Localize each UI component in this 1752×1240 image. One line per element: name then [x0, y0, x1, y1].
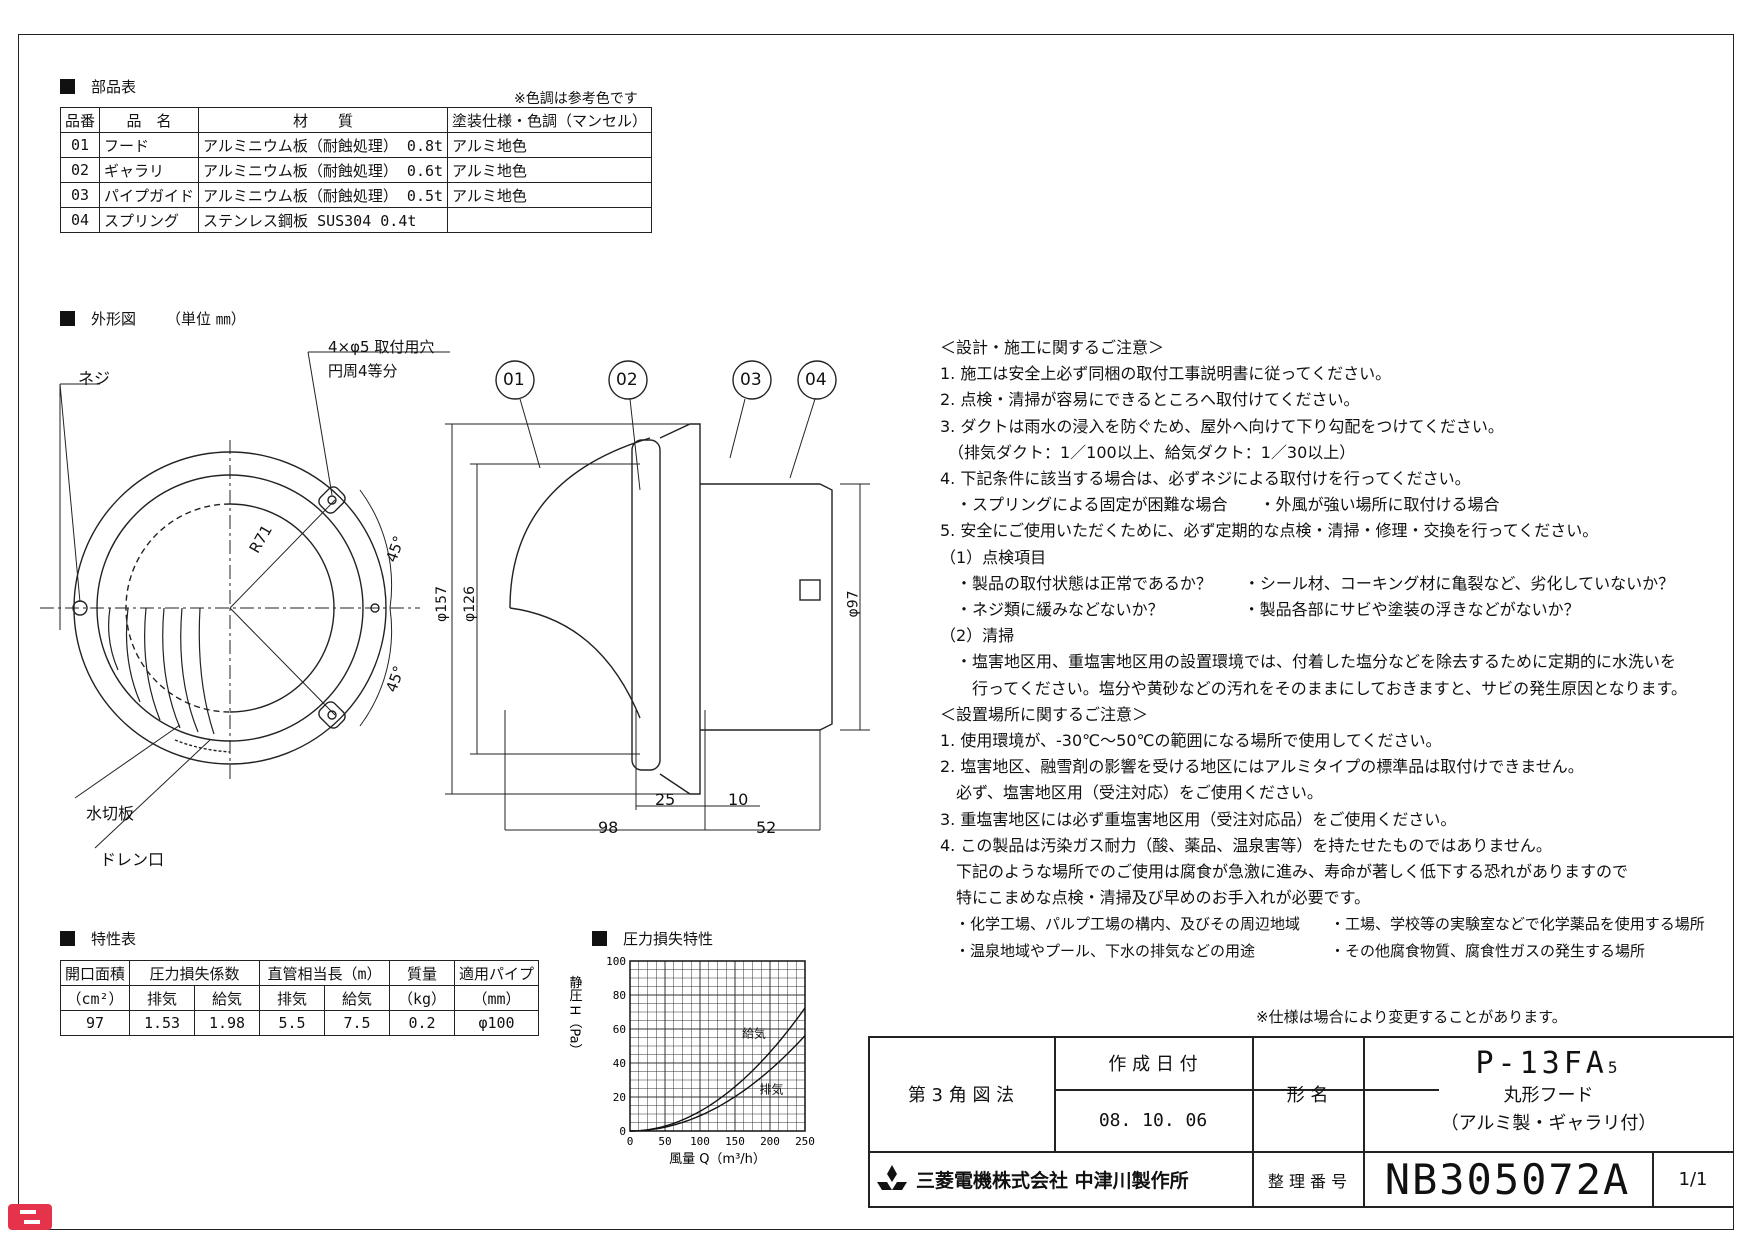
sheet-number: 1/1 [1678, 1169, 1708, 1190]
drawing-frame [18, 34, 1734, 1230]
design-notes-title: ＜設計・施工に関するご注意＞ [940, 338, 1165, 357]
dim-98: 98 [598, 818, 619, 837]
dim-52: 52 [756, 818, 777, 837]
x-tick-label: 250 [795, 1135, 815, 1148]
note-line: 行ってください。塩分や黄砂などの汚れをそのままにしておきますと、サビの発生原因と… [940, 678, 1688, 698]
note-line: ・ネジ類に緩みなどないか？ ・製品各部にサビや塗装の浮きなどがないか？ [940, 600, 1580, 620]
note-line: ・塩害地区用、重塩害地区用の設置環境では、付着した塩分などを除去するために定期的… [940, 652, 1677, 672]
callout-03: 03 [740, 370, 762, 390]
hood-curve [509, 437, 651, 609]
characteristics-title: 特性表 [60, 928, 136, 949]
y-tick-label: 100 [606, 955, 626, 968]
note-line: （1）点検項目 [940, 547, 1047, 567]
holes-label: 4×φ5 取付用穴 [328, 338, 435, 356]
spec-note: ※仕様は場合により変更することがあります。 [1256, 1008, 1567, 1026]
series-label: 給気 [742, 1026, 766, 1041]
corner-logo-icon [8, 1204, 52, 1230]
model-suffix: 5 [1607, 1057, 1622, 1077]
notes-block: ＜設計・施工に関するご注意＞ 1. 施工は安全上必ず同梱の取付工事説明書に従って… [940, 335, 1705, 964]
table-row: （cm²） 排気 給気 排気 給気 （kg） （mm） [59, 985, 540, 1011]
note-line: 1. 使用環境が、-30℃～50℃の範囲になる場所で使用してください。 [940, 731, 1442, 751]
note-line: 4. 下記条件に該当する場合は、必ずネジによる取付けを行ってください。 [940, 469, 1471, 489]
y-axis-label: 静圧 H（Pa） [567, 975, 583, 1056]
chart-title: 圧力損失特性 [592, 928, 713, 949]
callout-01: 01 [503, 370, 525, 390]
table-row: 品番 品 名 材 質 塗装仕様・色調（マンセル） [59, 107, 653, 133]
plot-area [629, 960, 806, 1132]
product-sub: （アルミ製・ギャラリ付） [1440, 1112, 1657, 1134]
mitsubishi-logo-icon [877, 1164, 907, 1190]
parts-section-title: 部品表 [60, 76, 136, 97]
note-line: 3. ダクトは雨水の浸入を防ぐため、屋外へ向けて下り勾配をつけてください。 [940, 416, 1504, 436]
note-line: 3. 重塩害地区には必ず重塩害地区用（受注対応品）をご使用ください。 [940, 809, 1457, 829]
y-tick-label: 80 [613, 989, 626, 1002]
drain-label: ドレン口 [100, 850, 165, 869]
d126-label: φ126 [461, 586, 478, 622]
table-row: 97 1.53 1.98 5.5 7.5 0.2 φ100 [59, 1010, 540, 1036]
company-name: 三菱電機株式会社 中津川製作所 [916, 1170, 1189, 1192]
title-block: 第 3 角 図 法 作 成 日 付 08. 10. 06 形 名 P-13FA5… [868, 1036, 1734, 1208]
note-line: 必ず、塩害地区用（受注対応）をご使用ください。 [940, 783, 1323, 803]
series-line-exhaust [630, 1035, 806, 1132]
d97-label: φ97 [845, 590, 862, 618]
y-tick-label: 60 [613, 1023, 626, 1036]
note-line: 下記のような場所でのご使用は腐食が急激に進み、寿命が著しく低下する恐れがあります… [940, 862, 1629, 882]
outline-drawing [40, 351, 870, 849]
projection-label: 第 3 角 図 法 [907, 1084, 1015, 1106]
callout-04: 04 [805, 370, 827, 390]
d157-label: φ157 [433, 586, 450, 622]
series-line-supply [630, 1007, 806, 1132]
table-row: 開口面積 圧力損失係数 直管相当長（m） 質量 適用パイプ [59, 960, 540, 986]
series-label: 排気 [760, 1082, 784, 1097]
x-axis-label: 風量 Q（m³/h） [669, 1152, 766, 1167]
y-tick-label: 20 [613, 1091, 626, 1104]
note-line: 2. 点検・清掃が容易にできるところへ取付けてください。 [940, 390, 1360, 410]
characteristics-table: 開口面積 圧力損失係数 直管相当長（m） 質量 適用パイプ （cm²） 排気 給… [59, 960, 540, 1036]
site-notes-title: ＜設置場所に関するご注意＞ [940, 704, 1149, 724]
date-value: 08. 10. 06 [1098, 1109, 1208, 1131]
drawing-number: NB305072A [1384, 1155, 1631, 1204]
company-cell: 三菱電機株式会社 中津川製作所 [868, 1151, 1252, 1208]
x-tick-label: 100 [690, 1135, 710, 1148]
x-tick-label: 150 [725, 1135, 745, 1148]
note-line: ・化学工場、パルプ工場の構内、及びその周辺地域 ・工場、学校等の実験室などで化学… [940, 915, 1705, 934]
product-name: 丸形フード [1503, 1084, 1594, 1106]
note-line: 4. この製品は汚染ガス耐力（酸、薬品、温泉害等）を持たせたものではありません。 [940, 835, 1552, 855]
date-label: 作 成 日 付 [1108, 1053, 1198, 1075]
note-line: 2. 塩害地区、融雪剤の影響を受ける地区にはアルミタイプの標準品は取付けできませ… [940, 757, 1584, 777]
note-line: 1. 施工は安全上必ず同梱の取付工事説明書に従ってください。 [940, 364, 1392, 384]
mizukiri-label: 水切板 [86, 804, 135, 823]
color-note: ※色調は参考色です [514, 91, 638, 107]
model-name-label: 形 名 [1286, 1084, 1329, 1106]
x-tick-label: 0 [627, 1135, 634, 1148]
note-line: 特にこまめな点検・清掃及び早めのお手入れが必要です。 [940, 888, 1371, 908]
number-label: 整 理 番 号 [1267, 1171, 1348, 1191]
dim-25: 25 [655, 790, 676, 809]
x-tick-label: 200 [760, 1135, 780, 1148]
neji-label: ネジ [78, 369, 111, 388]
pressure-loss-chart: 0 50 100 150 200 250 0 20 40 60 80 100 風量 Q（m³/h） 静圧 … [567, 955, 815, 1167]
model-info: P-13FA5 丸形フード （アルミ製・ギャラリ付） [1363, 1036, 1734, 1151]
model-number: P-13FA [1475, 1045, 1608, 1081]
note-line: ・温泉地域やプール、下水の排気などの用途 ・その他腐食物質、腐食性ガスの発生する… [940, 941, 1646, 960]
callout-02: 02 [616, 370, 638, 390]
holes-sub-label: 円周4等分 [328, 362, 398, 380]
note-line: ・スプリングによる固定が困難な場合 ・外風が強い場所に取付ける場合 [940, 495, 1500, 515]
y-tick-label: 40 [613, 1057, 626, 1070]
note-line: 5. 安全にご使用いただくために、必ず定期的な点検・清掃・修理・交換を行ってくだ… [940, 521, 1599, 541]
note-line: （2）清掃 [940, 626, 1015, 646]
outline-section-title: 外形図（単位 ㎜） [60, 308, 246, 329]
x-tick-label: 50 [658, 1135, 671, 1148]
note-line: （排気ダクト：1／100以上、給気ダクト：1／30以上） [940, 442, 1356, 462]
note-line: ・製品の取付状態は正常であるか？ ・シール材、コーキング材に亀裂など、劣化してい… [940, 573, 1675, 593]
y-tick-label: 0 [619, 1125, 626, 1138]
dim-10: 10 [728, 790, 749, 809]
